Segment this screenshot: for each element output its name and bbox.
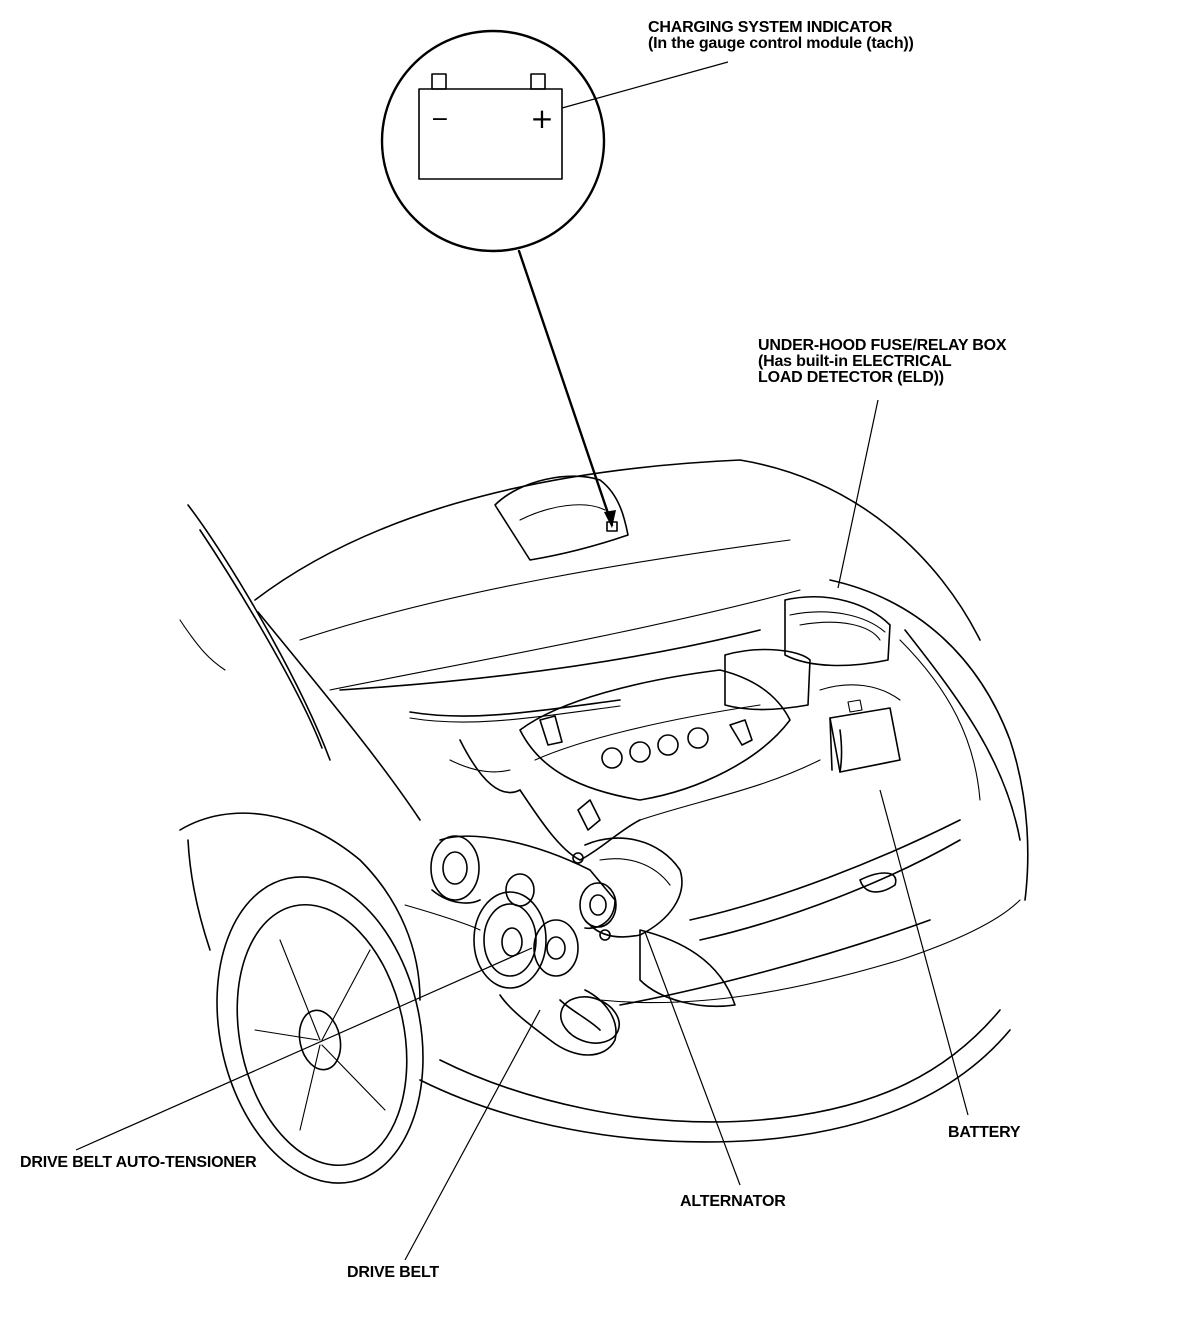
fuse-box-leader [837,399,879,589]
indicator-plus: + [530,102,553,135]
fuse-relay-box-line1: UNDER-HOOD FUSE/RELAY BOX [758,337,1007,354]
fuse-relay-box-label: UNDER-HOOD FUSE/RELAY BOX (Has built-in … [758,337,1007,386]
tensioner-leader [75,947,533,1151]
drive-belt-leader [404,1009,541,1261]
drive-belt-auto-tensioner-label: DRIVE BELT AUTO-TENSIONER [20,1154,257,1171]
front-wheel [216,876,424,1184]
engine-assembly [449,596,901,861]
alternator-label: ALTERNATOR [680,1193,786,1210]
fuse-relay-box-line2: (Has built-in ELECTRICAL [758,353,952,370]
charging-indicator-line1: CHARGING SYSTEM INDICATOR [648,19,893,36]
drive-belt-label: DRIVE BELT [347,1264,439,1281]
fuse-relay-box-line3: LOAD DETECTOR (ELD)) [758,369,944,386]
alternator-leader [644,931,741,1186]
belt-drive [430,799,683,1056]
charging-indicator-line2: (In the gauge control module (tach)) [648,35,914,52]
battery-indicator-icon [418,73,563,180]
car-body [179,459,1029,1143]
battery-label: BATTERY [948,1124,1021,1141]
indicator-label-leader [561,61,729,109]
callout-magnifier [380,29,606,253]
battery-leader [879,789,969,1116]
indicator-minus: − [431,107,449,132]
charging-indicator-label: CHARGING SYSTEM INDICATOR (In the gauge … [648,20,914,52]
